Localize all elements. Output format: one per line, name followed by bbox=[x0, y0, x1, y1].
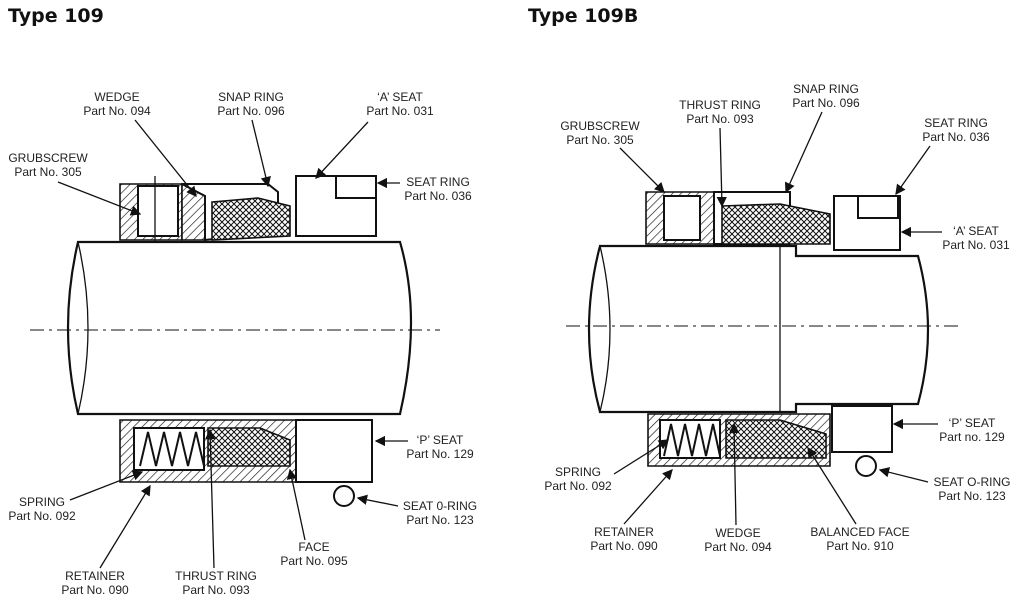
svg-text:Part No. 092: Part No. 092 bbox=[8, 509, 76, 523]
svg-text:Part no. 129: Part no. 129 bbox=[939, 430, 1005, 444]
left-spring bbox=[139, 431, 205, 467]
left-label-snap-ring: SNAP RING Part No. 096 bbox=[217, 90, 285, 188]
svg-text:Part No. 093: Part No. 093 bbox=[686, 112, 754, 126]
right-seat-oring bbox=[855, 455, 877, 477]
right-label-thrust-ring: THRUST RING Part No. 093 bbox=[679, 98, 761, 208]
svg-text:Part No. 910: Part No. 910 bbox=[826, 539, 894, 553]
svg-text:Part No. 031: Part No. 031 bbox=[942, 238, 1010, 252]
left-seat-oring bbox=[333, 485, 355, 507]
right-label-seat-ring: SEAT RING Part No. 036 bbox=[895, 116, 990, 196]
svg-text:Part No. 095: Part No. 095 bbox=[280, 554, 348, 568]
right-label-seat-oring: SEAT O-RING Part No. 123 bbox=[878, 467, 1011, 503]
svg-text:‘A’ SEAT: ‘A’ SEAT bbox=[953, 224, 999, 238]
svg-text:SNAP RING: SNAP RING bbox=[218, 90, 284, 104]
svg-text:Part No. 036: Part No. 036 bbox=[404, 189, 472, 203]
left-seat-ring bbox=[335, 175, 377, 199]
right-label-retainer: RETAINER Part No. 090 bbox=[590, 469, 673, 553]
right-label-wedge: WEDGE Part No. 094 bbox=[704, 422, 772, 554]
right-balanced-face-top bbox=[721, 203, 831, 245]
left-face-bottom bbox=[207, 427, 291, 467]
left-face-top bbox=[211, 197, 291, 241]
svg-text:Part No. 036: Part No. 036 bbox=[922, 130, 990, 144]
left-label-p-seat: ‘P’ SEAT Part No. 129 bbox=[374, 433, 474, 461]
svg-text:Part No. 090: Part No. 090 bbox=[590, 539, 658, 553]
left-label-face: FACE Part No. 095 bbox=[280, 468, 348, 568]
svg-text:‘A’ SEAT: ‘A’ SEAT bbox=[377, 90, 423, 104]
svg-text:RETAINER: RETAINER bbox=[594, 525, 654, 539]
svg-text:SPRING: SPRING bbox=[19, 495, 65, 509]
left-p-seat-body bbox=[295, 419, 373, 483]
left-seal-drawing bbox=[30, 175, 440, 507]
svg-text:SEAT RING: SEAT RING bbox=[924, 116, 988, 130]
svg-text:RETAINER: RETAINER bbox=[65, 569, 125, 583]
svg-text:Part No. 031: Part No. 031 bbox=[366, 104, 434, 118]
svg-text:BALANCED FACE: BALANCED FACE bbox=[810, 525, 909, 539]
svg-text:‘P’ SEAT: ‘P’ SEAT bbox=[949, 416, 996, 430]
left-label-seat-ring: SEAT RING Part No. 036 bbox=[376, 175, 472, 203]
svg-text:FACE: FACE bbox=[298, 540, 329, 554]
right-label-spring: SPRING Part No. 092 bbox=[544, 439, 670, 493]
left-label-wedge: WEDGE Part No. 094 bbox=[83, 90, 197, 198]
svg-text:Part No. 093: Part No. 093 bbox=[182, 583, 250, 597]
svg-text:Part No. 094: Part No. 094 bbox=[704, 540, 772, 554]
right-shaft bbox=[587, 244, 930, 414]
svg-text:SEAT RING: SEAT RING bbox=[406, 175, 470, 189]
svg-text:Part No. 129: Part No. 129 bbox=[406, 447, 474, 461]
svg-text:Part No. 123: Part No. 123 bbox=[938, 489, 1006, 503]
svg-text:‘P’ SEAT: ‘P’ SEAT bbox=[417, 433, 464, 447]
svg-text:Part No. 305: Part No. 305 bbox=[566, 133, 634, 147]
right-title: Type 109B bbox=[528, 5, 638, 27]
svg-text:Part No. 096: Part No. 096 bbox=[217, 104, 285, 118]
svg-text:WEDGE: WEDGE bbox=[94, 90, 139, 104]
svg-text:Part No. 096: Part No. 096 bbox=[792, 96, 860, 110]
left-shaft bbox=[66, 240, 413, 416]
svg-text:Part No. 305: Part No. 305 bbox=[14, 165, 82, 179]
right-p-seat-body bbox=[831, 405, 893, 453]
left-label-retainer: RETAINER Part No. 090 bbox=[61, 484, 151, 597]
svg-text:SNAP RING: SNAP RING bbox=[793, 82, 859, 96]
svg-text:Part No. 123: Part No. 123 bbox=[406, 513, 474, 527]
right-label-snap-ring: SNAP RING Part No. 096 bbox=[784, 82, 860, 194]
right-label-a-seat: ‘A’ SEAT Part No. 031 bbox=[900, 224, 1010, 252]
svg-text:SEAT 0-RING: SEAT 0-RING bbox=[403, 499, 477, 513]
svg-text:GRUBSCREW: GRUBSCREW bbox=[560, 119, 640, 133]
right-label-balanced-face: BALANCED FACE Part No. 910 bbox=[807, 446, 910, 553]
svg-text:GRUBSCREW: GRUBSCREW bbox=[8, 151, 88, 165]
right-label-grubscrew: GRUBSCREW Part No. 305 bbox=[560, 119, 665, 193]
svg-text:Part No. 094: Part No. 094 bbox=[83, 104, 151, 118]
right-seat-ring bbox=[857, 195, 899, 219]
right-balanced-face-bottom bbox=[725, 419, 827, 459]
right-spring bbox=[663, 423, 721, 457]
left-label-thrust-ring: THRUST RING Part No. 093 bbox=[175, 428, 257, 597]
svg-text:THRUST RING: THRUST RING bbox=[679, 98, 761, 112]
right-label-p-seat: ‘P’ SEAT Part no. 129 bbox=[892, 416, 1005, 444]
left-title: Type 109 bbox=[8, 5, 104, 27]
svg-text:SPRING: SPRING bbox=[555, 465, 601, 479]
right-seal-drawing bbox=[566, 191, 960, 477]
svg-text:Part No. 092: Part No. 092 bbox=[544, 479, 612, 493]
left-label-a-seat: ‘A’ SEAT Part No. 031 bbox=[315, 90, 434, 179]
left-label-spring: SPRING Part No. 092 bbox=[8, 470, 144, 523]
left-grubscrew-body bbox=[137, 185, 179, 237]
left-label-grubscrew: GRUBSCREW Part No. 305 bbox=[8, 151, 142, 216]
svg-text:WEDGE: WEDGE bbox=[715, 526, 760, 540]
svg-text:SEAT O-RING: SEAT O-RING bbox=[934, 475, 1011, 489]
left-label-seat-oring: SEAT 0-RING Part No. 123 bbox=[356, 494, 477, 527]
svg-text:THRUST RING: THRUST RING bbox=[175, 569, 257, 583]
svg-text:Part No. 090: Part No. 090 bbox=[61, 583, 129, 597]
